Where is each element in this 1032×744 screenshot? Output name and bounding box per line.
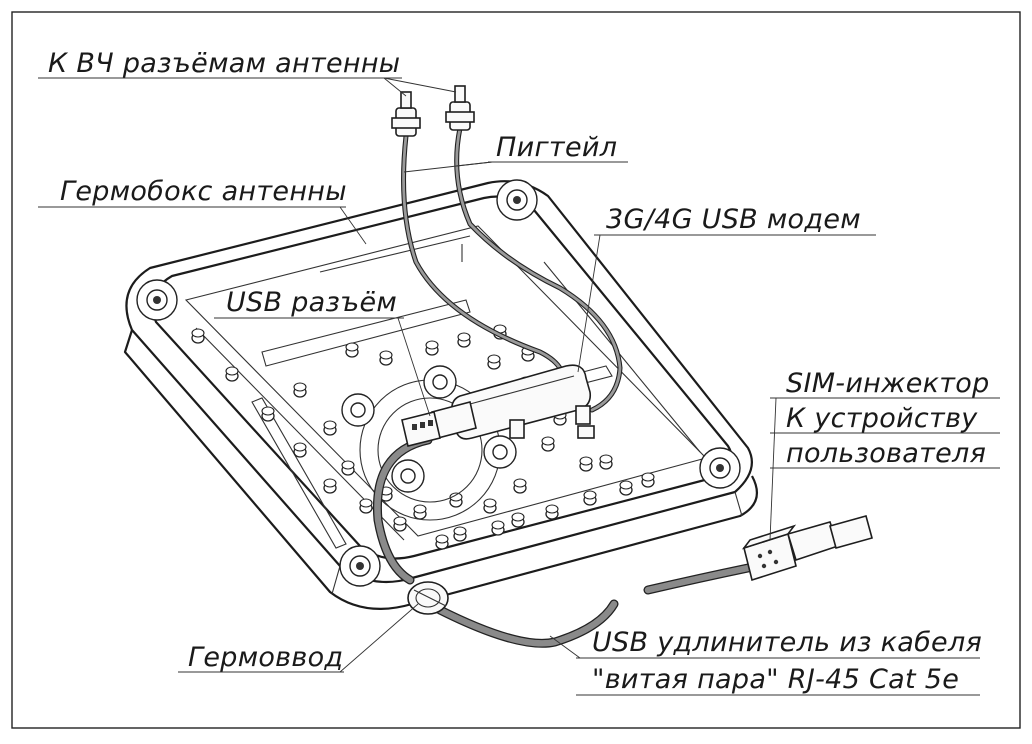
corner-boss-bottom (339, 545, 381, 587)
rf-connector-right (445, 85, 475, 131)
mounting-peg-top (435, 534, 449, 544)
mounting-peg-top (641, 472, 655, 482)
mounting-pegs (191, 324, 655, 550)
sim-injector (741, 515, 873, 582)
corner-boss-right (699, 447, 741, 489)
mounting-peg-top (293, 442, 307, 452)
center-mount (341, 365, 517, 521)
corner-boss-left (136, 279, 178, 321)
mounting-peg-top (345, 342, 359, 352)
label-gland: Гермоввод (188, 642, 343, 673)
antenna-enclosure (123, 179, 758, 610)
label-usb-connector: USB разъём (226, 287, 397, 318)
mounting-peg-top (457, 332, 471, 342)
mounting-peg-top (619, 480, 633, 490)
mounting-peg-top (491, 520, 505, 530)
mounting-peg-top (191, 328, 205, 338)
mounting-peg-top (293, 382, 307, 392)
callouts: К ВЧ разъёмам антенны Пигтейл Гермобокс … (38, 48, 1000, 696)
mounting-peg-top (359, 498, 373, 508)
corner-boss-top (496, 179, 538, 221)
mounting-peg-top (453, 526, 467, 536)
label-enclosure: Гермобокс антенны (60, 176, 347, 207)
mounting-peg-top (323, 420, 337, 430)
mounting-peg-top (511, 512, 525, 522)
mounting-peg-top (579, 456, 593, 466)
mounting-peg-top (545, 504, 559, 514)
label-modem: 3G/4G USB модем (606, 204, 861, 235)
mounting-peg-top (225, 366, 239, 376)
mounting-peg-top (599, 454, 613, 464)
mounting-peg-top (483, 498, 497, 508)
mounting-peg-top (449, 492, 463, 502)
mounting-peg-top (341, 460, 355, 470)
mounting-peg-top (513, 478, 527, 488)
rf-connector-left (391, 91, 421, 137)
label-to-device-1: К устройству (786, 403, 978, 434)
label-sim-injector: SIM-инжектор (786, 368, 990, 399)
drawing-frame (11, 11, 1021, 729)
mounting-peg-top (425, 340, 439, 350)
label-extension-1: USB удлинитель из кабеля (592, 627, 982, 658)
mounting-peg-top (541, 436, 555, 446)
label-extension-2: "витая пара" RJ-45 Cat 5e (592, 664, 959, 695)
mounting-peg-top (413, 504, 427, 514)
usb-connector (401, 401, 477, 447)
mounting-peg-top (323, 478, 337, 488)
pigtail-cables (401, 125, 623, 413)
mounting-peg-top (583, 490, 597, 500)
cable-gland (407, 581, 449, 615)
label-pigtail: Пигтейл (496, 132, 617, 163)
mounting-peg-top (261, 406, 275, 416)
mounting-peg-top (379, 350, 393, 360)
label-to-device-2: пользователя (786, 438, 986, 469)
mounting-peg-top (487, 354, 501, 364)
usb-extension-cable (372, 435, 753, 648)
label-rf-connectors: К ВЧ разъёмам антенны (48, 48, 400, 79)
mounting-peg-top (393, 516, 407, 526)
